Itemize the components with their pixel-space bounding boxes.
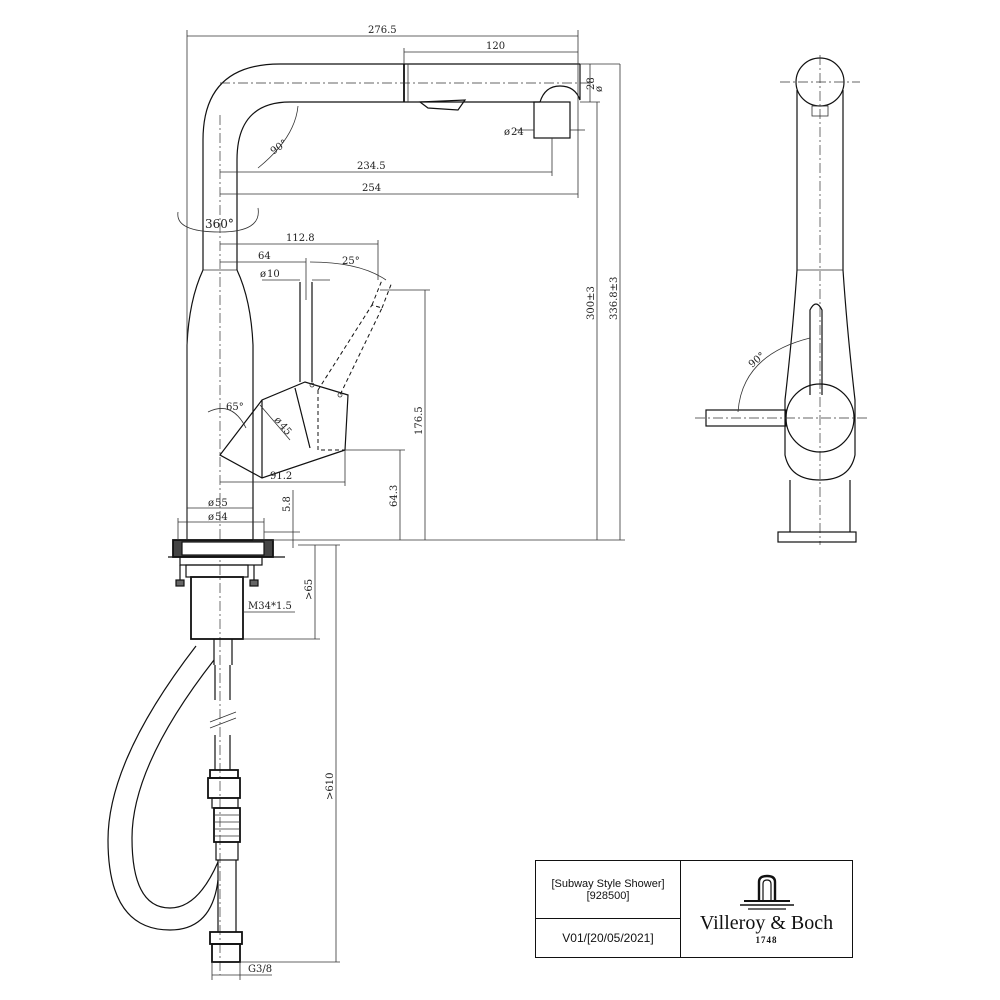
- dim-thread-g38: G3/8: [248, 964, 272, 975]
- dim-dia-24-prefix: ø: [504, 127, 510, 138]
- dim-overall-width: 276.5: [368, 25, 397, 36]
- dim-dia-10-prefix: ø: [260, 269, 266, 280]
- dim-rotation-360: 360°: [205, 217, 234, 231]
- dim-dia-54-prefix: ø: [208, 512, 214, 523]
- dim-dia-10: 10: [267, 269, 280, 280]
- title-block: [Subway Style Shower] [928500] V01/[20/0…: [535, 860, 853, 958]
- dim-height-5-8: 5.8: [282, 496, 293, 512]
- front-view: [107, 63, 590, 975]
- dimension-labels: 276.5 120 ø 28 ø 24 234.5 254 90° 360° 1…: [205, 25, 620, 975]
- version-date: V01/[20/05/2021]: [536, 919, 681, 957]
- dim-angle-65: 65°: [226, 402, 244, 413]
- dim-254: 254: [362, 183, 381, 194]
- dim-height-300: 300±3: [586, 286, 597, 320]
- brand-logo: Villeroy & Boch 1748: [681, 861, 852, 957]
- product-name: [Subway Style Shower]: [551, 877, 665, 890]
- brand-year: 1748: [755, 934, 778, 945]
- dim-height-64-3: 64.3: [389, 485, 400, 507]
- dim-dia-55: 55: [215, 498, 228, 509]
- dim-112-8: 112.8: [286, 233, 315, 244]
- brand-name: Villeroy & Boch: [699, 911, 834, 934]
- dim-depth-65: >65: [304, 579, 315, 600]
- dim-hose-610: >610: [325, 773, 336, 800]
- dim-dia-55-prefix: ø: [208, 498, 214, 509]
- product-code: [928500]: [586, 889, 630, 902]
- dim-angle-25: 25°: [342, 256, 360, 267]
- dim-64: 64: [258, 251, 271, 262]
- dim-dia-45-prefix: ø: [272, 415, 284, 427]
- dim-thread-m34: M34*1.5: [248, 601, 292, 612]
- dim-dia-28-prefix: ø: [594, 86, 605, 92]
- faucet-logo-icon: [739, 874, 794, 910]
- dim-234-5: 234.5: [357, 161, 386, 172]
- dim-spout-top: 120: [486, 41, 505, 52]
- dim-91-2: 91.2: [270, 471, 292, 482]
- dimension-lines: [177, 30, 625, 980]
- dim-dia-24: 24: [511, 127, 524, 138]
- product-info: [Subway Style Shower] [928500]: [536, 861, 681, 919]
- dim-height-176-5: 176.5: [414, 406, 425, 435]
- side-view: 90°: [695, 55, 870, 545]
- dim-dia-28: 28: [586, 77, 597, 90]
- side-angle-90: 90°: [747, 350, 768, 370]
- dim-angle-90: 90°: [269, 138, 290, 157]
- dim-dia-54: 54: [215, 512, 228, 523]
- dim-height-336-8: 336.8±3: [609, 277, 620, 320]
